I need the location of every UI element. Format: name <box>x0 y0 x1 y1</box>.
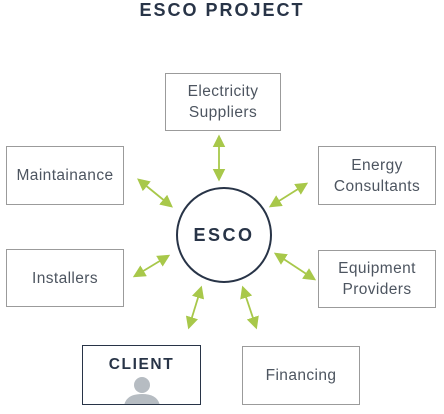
node-electricity-suppliers-label: Electricity Suppliers <box>187 83 259 121</box>
arrow-installers <box>132 254 171 278</box>
person-silhouette-icon <box>124 377 160 404</box>
arrow-financing <box>240 285 259 330</box>
node-financing-label: Financing <box>265 367 337 384</box>
node-client: CLIENT <box>82 345 201 405</box>
node-installers: Installers <box>6 249 124 307</box>
esco-hub-circle: ESCO <box>176 187 272 283</box>
node-equipment-providers-label: Equipment Providers <box>338 260 416 298</box>
node-energy-consultants-label: Energy Consultants <box>333 156 421 195</box>
arrow-maintainance <box>137 178 173 208</box>
node-maintainance: Maintainance <box>6 146 124 205</box>
node-maintainance-label: Maintainance <box>16 167 114 184</box>
node-installers-label: Installers <box>31 269 99 287</box>
page-title: ESCO PROJECT <box>139 0 305 20</box>
esco-hub-label: ESCO <box>193 224 255 245</box>
arrow-energy-consultants <box>268 182 309 208</box>
node-client-label: CLIENT <box>108 356 175 373</box>
node-equipment-providers: Equipment Providers <box>318 250 436 308</box>
node-energy-consultants: Energy Consultants <box>318 146 436 205</box>
node-financing: Financing <box>242 346 360 405</box>
arrow-client <box>185 285 205 330</box>
arrow-equipment-providers <box>273 252 317 281</box>
node-electricity-suppliers: Electricity Suppliers <box>165 73 281 131</box>
